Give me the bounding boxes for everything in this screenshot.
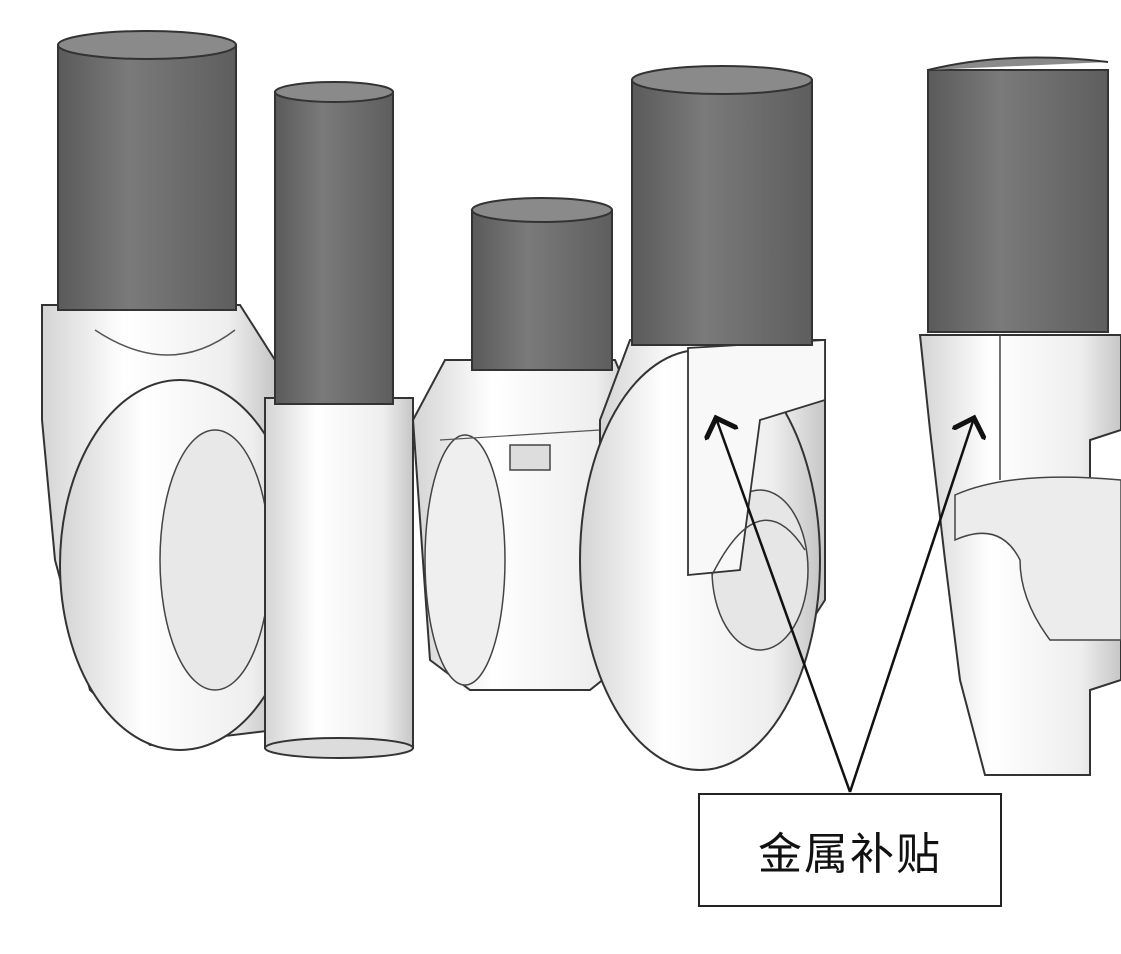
riser-cylinder-3 xyxy=(471,197,613,371)
left-crank-web xyxy=(41,304,301,751)
right-crank-web xyxy=(579,339,826,771)
riser-cylinder-4 xyxy=(631,65,813,346)
riser-cylinder-2 xyxy=(274,81,394,405)
riser-cylinder-1 xyxy=(57,30,237,311)
leader-arrow-2 xyxy=(848,418,974,793)
left-journal-boss xyxy=(264,397,414,759)
right-cropped-section xyxy=(918,334,1121,776)
metal-chill-callout: 金属补贴 xyxy=(698,793,1002,907)
leader-arrow-1 xyxy=(716,418,852,793)
riser-cylinder-5 xyxy=(927,56,1109,333)
leader-arrows xyxy=(716,418,974,793)
